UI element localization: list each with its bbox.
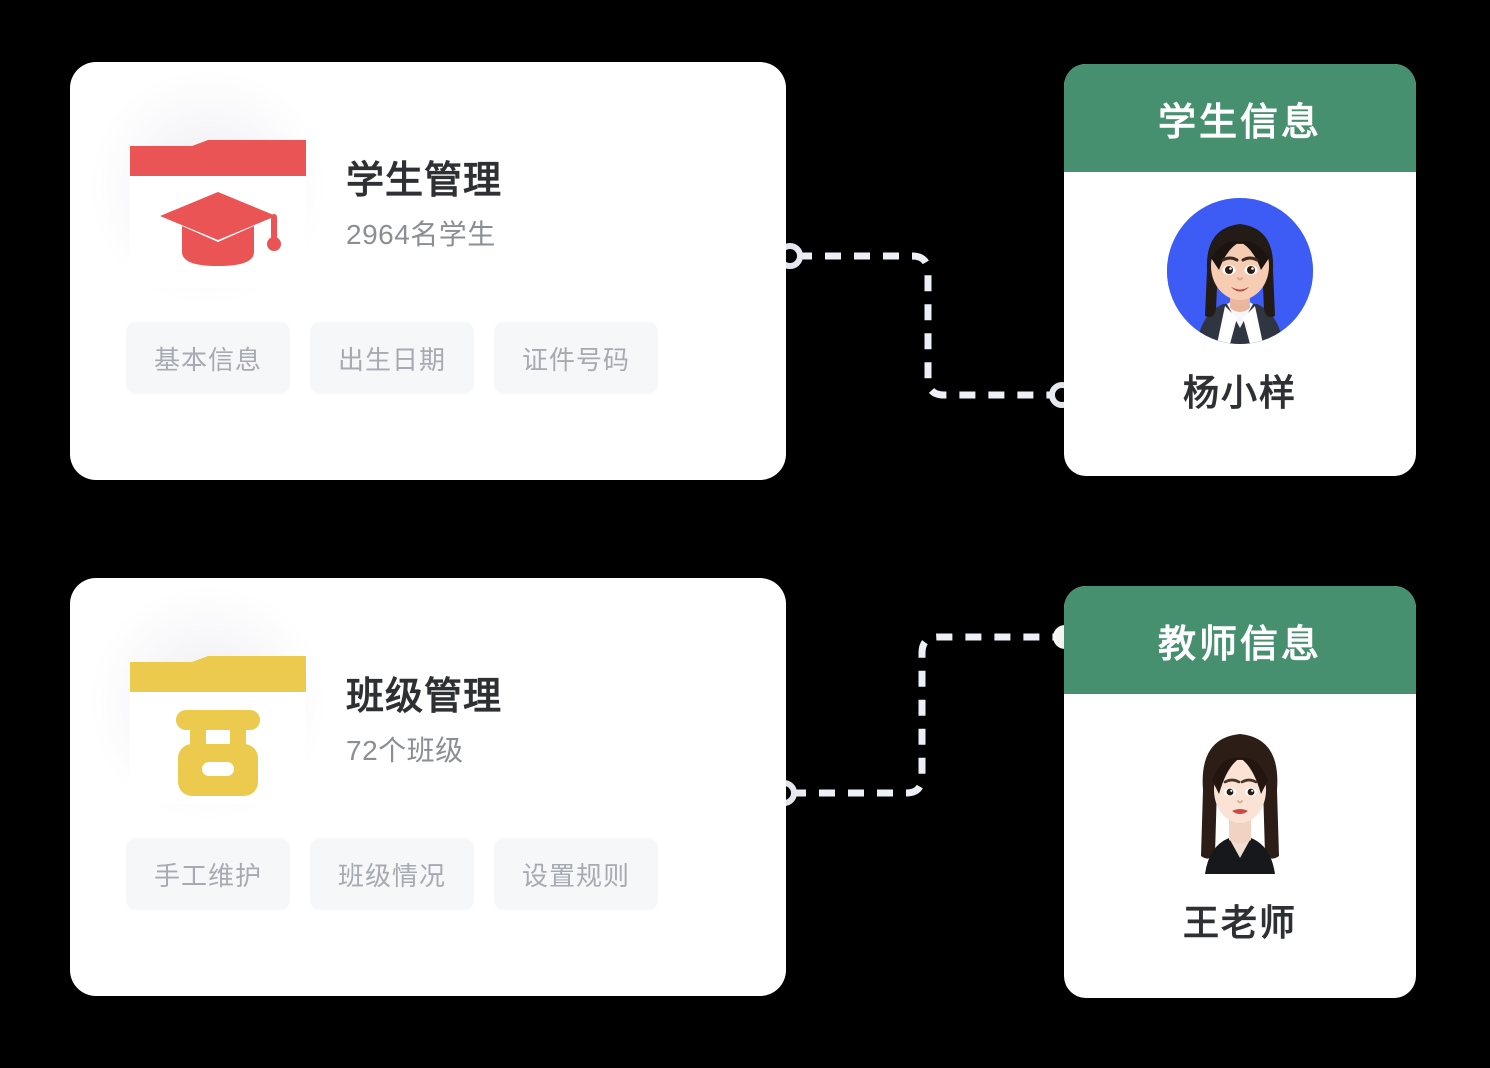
class-management-tag-row: 手工维护 班级情况 设置规则 (126, 838, 659, 910)
student-management-tag-row: 基本信息 出生日期 证件号码 (126, 322, 659, 394)
tag-id-number[interactable]: 证件号码 (494, 322, 659, 394)
student-management-title: 学生管理 (346, 160, 503, 202)
teacher-avatar (1179, 716, 1301, 874)
red-folder-graduation-cap-icon (130, 140, 306, 288)
student-management-header: 学生管理 2964名学生 (70, 62, 786, 302)
tag-basic-info[interactable]: 基本信息 (126, 322, 291, 394)
connector-class-to-teacher-info (790, 633, 1058, 797)
tag-birth-date[interactable]: 出生日期 (310, 322, 475, 394)
student-management-subtitle: 2964名学生 (346, 219, 496, 251)
class-management-text: 班级管理 72个班级 (346, 674, 746, 768)
teacher-info-body: 王老师 (1064, 694, 1416, 998)
class-management-card[interactable]: 班级管理 72个班级 手工维护 班级情况 设置规则 (70, 578, 786, 996)
connector-student-to-student-info (796, 252, 1056, 399)
student-management-card[interactable]: 学生管理 2964名学生 基本信息 出生日期 证件号码 (70, 62, 786, 480)
student-avatar (1167, 198, 1313, 344)
student-info-body: 杨小样 (1064, 172, 1416, 476)
class-management-subtitle: 72个班级 (346, 735, 464, 767)
class-management-title: 班级管理 (346, 676, 503, 718)
teacher-info-header: 教师信息 (1064, 586, 1416, 694)
tag-set-rules[interactable]: 设置规则 (494, 838, 659, 910)
student-name: 杨小样 (1182, 372, 1297, 413)
teacher-info-header-title: 教师信息 (1157, 623, 1322, 666)
student-info-header: 学生信息 (1064, 64, 1416, 172)
teacher-info-card[interactable]: 教师信息 (1064, 586, 1416, 998)
student-info-card[interactable]: 学生信息 (1064, 64, 1416, 476)
tag-class-status[interactable]: 班级情况 (310, 838, 475, 910)
tag-manual-maintenance[interactable]: 手工维护 (126, 838, 291, 910)
class-management-header: 班级管理 72个班级 (70, 578, 786, 818)
student-info-header-title: 学生信息 (1157, 101, 1322, 144)
yellow-folder-school-icon (130, 656, 306, 804)
student-management-text: 学生管理 2964名学生 (346, 158, 746, 252)
teacher-name: 王老师 (1182, 902, 1297, 943)
